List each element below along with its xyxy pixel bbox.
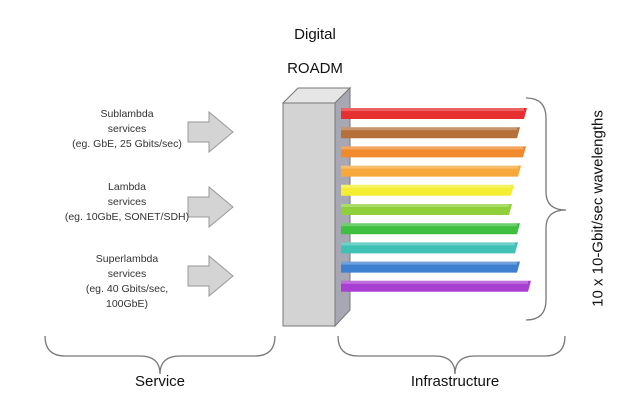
wavelength-band [341, 108, 527, 119]
wavelength-band [341, 204, 512, 215]
wavelength-band [341, 146, 526, 158]
service-superlambda-example: (eg. 40 Gbits/sec, [85, 283, 169, 295]
wavelength-band-highlight [341, 204, 509, 207]
arrow-lambda [187, 185, 234, 229]
service-label: Service [134, 373, 186, 390]
service-lambda-example: (eg. 10GbE, SONET/SDH) [64, 211, 190, 223]
service-brace [44, 335, 276, 375]
wavelength-band [341, 127, 520, 139]
wavelength-band [341, 184, 514, 196]
title-roadm: ROADM [287, 60, 343, 77]
wavelength-band [341, 223, 520, 235]
infrastructure-label: Infrastructure [410, 373, 500, 390]
wavelength-brace [525, 97, 567, 321]
arrow-sublambda [187, 110, 234, 154]
service-lambda: Lambda services (eg. 10GbE, SONET/SDH) [52, 180, 202, 225]
wavelength-band-highlight [341, 146, 523, 150]
service-superlambda-example2: 100GbE) [105, 298, 149, 310]
wavelength-band [341, 261, 520, 273]
wavelength-band-highlight [341, 165, 518, 169]
wavelength-band-highlight [341, 223, 517, 227]
wavelength-band [341, 242, 518, 254]
wavelength-band-highlight [341, 261, 517, 265]
service-superlambda: Superlambda services (eg. 40 Gbits/sec, … [52, 252, 202, 312]
service-sublambda-example: (eg. GbE, 25 Gbits/sec) [72, 138, 182, 150]
wavelength-bands [341, 108, 531, 292]
service-lambda-sub: services [107, 196, 147, 208]
wavelength-band-highlight [341, 108, 524, 111]
wavelength-band-highlight [341, 242, 515, 246]
service-sublambda: Sublambda services (eg. GbE, 25 Gbits/se… [52, 107, 202, 152]
wavelength-band [341, 280, 531, 292]
service-sublambda-name: Sublambda [100, 108, 154, 120]
wavelength-label: 10 x 10-Gbit/sec wavelengths [589, 110, 607, 307]
arrow-superlambda [187, 254, 234, 298]
title-digital: Digital [294, 26, 336, 43]
service-lambda-name: Lambda [108, 181, 146, 193]
wavelength-band-highlight [341, 184, 511, 188]
service-superlambda-name: Superlambda [95, 253, 159, 265]
wavelength-band [341, 165, 521, 177]
roadm-box-front [282, 102, 336, 327]
wavelength-band-highlight [341, 127, 517, 131]
infrastructure-brace [337, 335, 566, 375]
wavelength-band-highlight [341, 280, 528, 284]
service-superlambda-sub: services [107, 268, 147, 280]
service-sublambda-sub: services [107, 123, 147, 135]
